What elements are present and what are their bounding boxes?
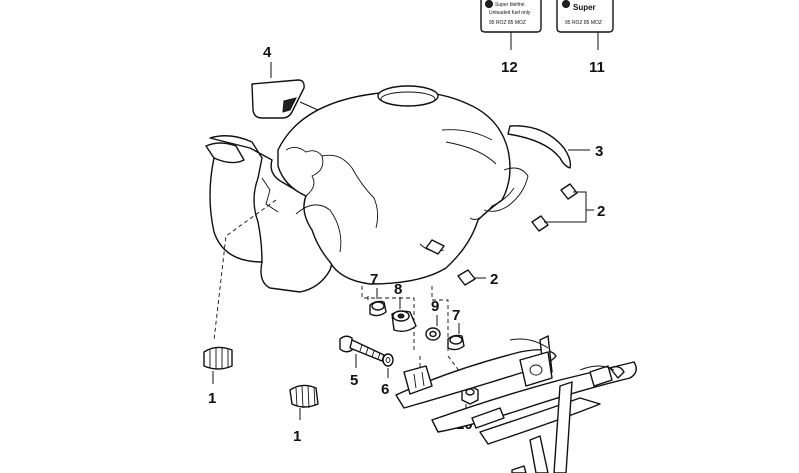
label12-line1: Super bleifrei xyxy=(495,2,524,8)
spacer-bushing-left xyxy=(369,300,387,317)
rubber-buffer-center xyxy=(289,384,319,409)
callout-8: 8 xyxy=(394,281,402,298)
frame-section xyxy=(395,335,637,473)
callout-7-right: 7 xyxy=(452,307,460,324)
mount-dashline-right xyxy=(431,286,449,354)
callout-2-lower: 2 xyxy=(490,271,498,288)
fuel-label-12: Super bleifrei Unleaded fuel only 95 ROZ… xyxy=(480,0,542,33)
rubber-mount-part xyxy=(391,310,417,333)
washer-small-part xyxy=(382,353,394,367)
callout-5: 5 xyxy=(350,372,358,389)
callout-1-center: 1 xyxy=(293,428,301,445)
fuel-tank xyxy=(205,85,529,293)
fuel-icon xyxy=(562,0,570,8)
tank-pad-part xyxy=(251,79,305,119)
callout-1-left: 1 xyxy=(208,390,216,407)
leader-4b xyxy=(299,101,319,111)
rubber-buffer-left xyxy=(203,346,233,370)
fuel-label-11: Super 95 ROZ 85 MOZ xyxy=(556,0,614,33)
leader-2a xyxy=(544,191,587,223)
spacer-bushing-right xyxy=(447,334,465,351)
bolt-part xyxy=(339,335,385,362)
label12-line3: 95 ROZ 85 MOZ xyxy=(489,20,526,26)
washer-part xyxy=(425,327,441,341)
callout-11: 11 xyxy=(589,59,605,76)
label11-line2: 95 ROZ 85 MOZ xyxy=(565,20,602,26)
callout-7-left: 7 xyxy=(370,271,378,288)
grommet-mid xyxy=(531,215,549,232)
callout-2-upper: 2 xyxy=(597,203,605,220)
label11-line1: Super xyxy=(573,3,596,12)
callout-4: 4 xyxy=(263,44,272,61)
grommet-lower xyxy=(457,269,476,286)
callout-6: 6 xyxy=(381,381,389,398)
grommet-upper xyxy=(560,183,578,200)
label12-line2: Unleaded fuel only xyxy=(489,10,531,16)
callout-9: 9 xyxy=(431,298,439,315)
trim-strip-part xyxy=(507,125,572,169)
callout-3: 3 xyxy=(595,143,603,160)
fuel-icon xyxy=(485,0,493,8)
callout-12: 12 xyxy=(501,59,518,76)
